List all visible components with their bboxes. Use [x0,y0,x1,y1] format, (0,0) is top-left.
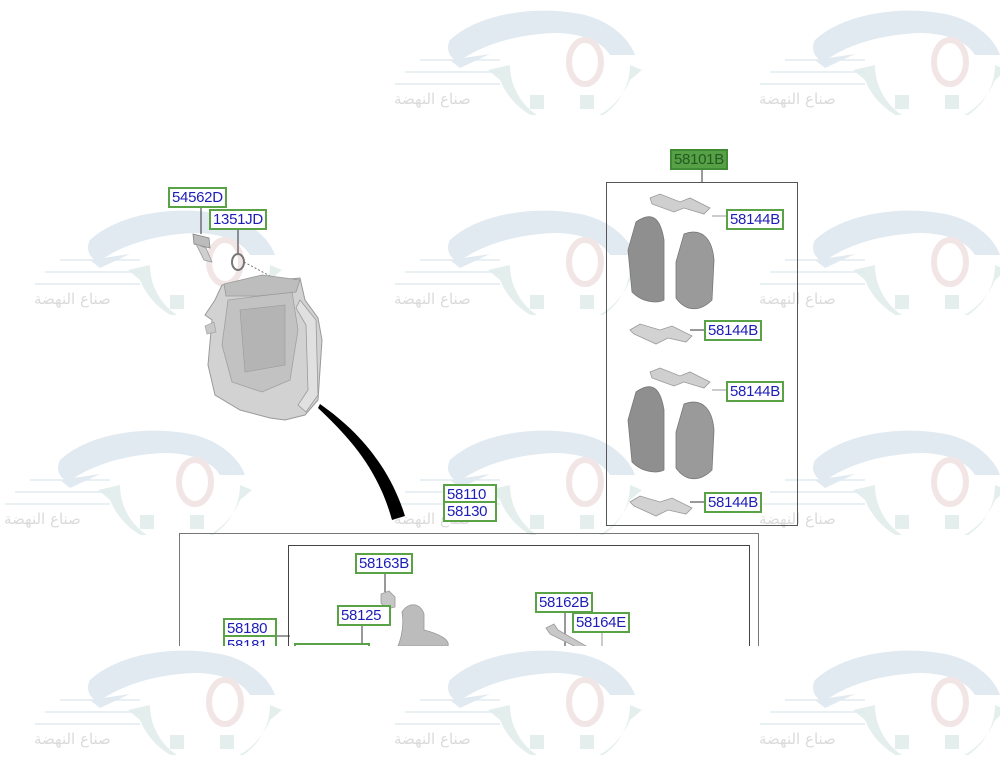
brake-pad-set-lower [627,367,727,517]
watermark-text: صناع النهضة [759,90,836,108]
car-gear-logo-icon [395,10,642,125]
part-label-bolt[interactable]: 54562D [168,187,227,208]
brake-pad-set-upper [627,193,727,345]
car-gear-logo-icon [395,210,642,325]
watermark-text: صناع النهضة [759,730,836,748]
washer-part [231,253,271,277]
watermark-logo: صناع النهضة [745,0,1000,125]
car-gear-logo-icon [760,10,1000,125]
part-label-pad-clip[interactable]: 58144B [704,492,762,513]
part-label-bleeder[interactable]: 58125 [337,605,391,626]
car-gear-logo-icon [5,430,252,545]
brake-caliper-part [204,274,323,421]
part-label-pin-boot[interactable]: 58164E [572,612,630,633]
watermark-logo: صناع النهضة [0,420,260,545]
watermark-logo: صناع النهضة [380,0,650,125]
watermark-text: صناع النهضة [34,730,111,748]
part-label-caliper-assy[interactable]: 58130 [443,501,497,522]
part-label-pad-kit[interactable]: 58101B [670,149,728,170]
watermark-text: صناع النهضة [4,510,81,528]
bolt-part [192,233,213,263]
car-gear-logo-icon [35,650,282,760]
watermark-text: صناع النهضة [394,290,471,308]
watermark-logo: صناع النهضة [380,200,650,325]
part-label-pin-bolt[interactable]: 58162B [535,592,593,613]
watermark-logo: صناع النهضة [745,640,1000,760]
part-label-pad-clip[interactable]: 58144B [726,381,784,402]
pad-kit-frame [606,182,798,526]
watermark-text: صناع النهضة [34,290,111,308]
watermark-logo: صناع النهضة [745,200,1000,325]
part-label-guide-bolt[interactable]: 58163B [355,553,413,574]
watermark-text: صناع النهضة [394,730,471,748]
caliper-housing-part [397,604,449,647]
car-gear-logo-icon [395,430,642,545]
watermark-logo: صناع النهضة [380,420,650,545]
part-label-pad-clip[interactable]: 58144B [726,209,784,230]
watermark-logo: صناع النهضة [380,640,650,760]
car-gear-logo-icon [760,430,1000,545]
zoom-pointer [318,404,405,520]
car-gear-logo-icon [760,650,1000,760]
car-gear-logo-icon [395,650,642,760]
watermark-text: صناع النهضة [394,90,471,108]
car-gear-logo-icon [760,210,1000,325]
guide-bolt-part [380,590,396,610]
watermark-logo: صناع النهضة [745,420,1000,545]
part-label-washer[interactable]: 1351JD [209,209,267,230]
watermark-logo: صناع النهضة [20,640,290,760]
part-label-pad-clip[interactable]: 58144B [704,320,762,341]
